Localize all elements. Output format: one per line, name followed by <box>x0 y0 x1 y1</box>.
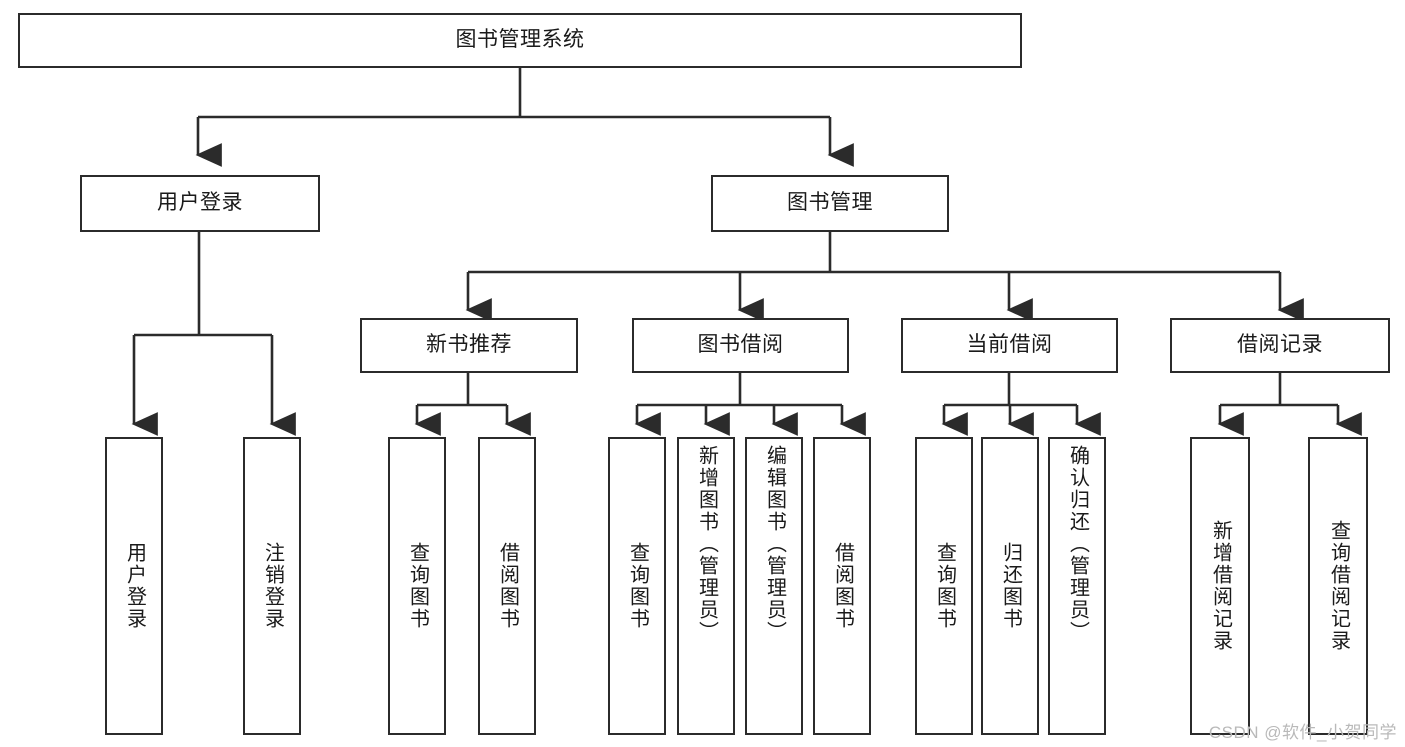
node-leaf-label: 用户登录 <box>123 542 146 630</box>
node-current-borrow[interactable]: 当前借阅 <box>901 318 1118 373</box>
node-new-book-recommend-label: 新书推荐 <box>426 333 512 357</box>
node-leaf-new-book-borrow-book[interactable]: 借阅图书 <box>478 437 536 735</box>
node-root-book-management-system[interactable]: 图书管理系统 <box>18 13 1022 68</box>
node-leaf-label: 查询借阅记录 <box>1327 520 1350 652</box>
node-book-borrow[interactable]: 图书借阅 <box>632 318 849 373</box>
node-leaf-label: 查询图书 <box>626 542 649 630</box>
node-leaf-book-borrow-borrow-book[interactable]: 借阅图书 <box>813 437 871 735</box>
node-leaf-borrow-record-add-record[interactable]: 新增借阅记录 <box>1190 437 1250 735</box>
node-leaf-borrow-record-query-record[interactable]: 查询借阅记录 <box>1308 437 1368 735</box>
node-root-label: 图书管理系统 <box>455 28 585 52</box>
node-leaf-current-borrow-query-book[interactable]: 查询图书 <box>915 437 973 735</box>
node-leaf-label: 借阅图书 <box>831 542 854 630</box>
node-leaf-book-borrow-query-book[interactable]: 查询图书 <box>608 437 666 735</box>
node-book-borrow-label: 图书借阅 <box>697 333 784 357</box>
node-leaf-label: 注销登录 <box>261 542 284 630</box>
node-leaf-label: 确认归还（管理员） <box>1066 445 1089 643</box>
node-leaf-label: 借阅图书 <box>496 542 519 630</box>
node-leaf-label: 归还图书 <box>999 542 1022 630</box>
node-leaf-label: 新增图书（管理员） <box>695 445 718 643</box>
node-book-management[interactable]: 图书管理 <box>711 175 949 232</box>
node-leaf-label: 编辑图书（管理员） <box>763 445 786 643</box>
node-borrow-record-label: 借阅记录 <box>1237 333 1323 357</box>
node-user-login[interactable]: 用户登录 <box>80 175 320 232</box>
node-leaf-label: 查询图书 <box>933 542 956 630</box>
csdn-watermark: CSDN @软件_小贺同学 <box>1208 723 1397 742</box>
node-book-management-label: 图书管理 <box>787 191 873 215</box>
node-leaf-user-login-login[interactable]: 用户登录 <box>105 437 163 735</box>
node-current-borrow-label: 当前借阅 <box>966 333 1053 357</box>
node-leaf-book-borrow-edit-book-admin[interactable]: 编辑图书（管理员） <box>745 437 803 735</box>
node-leaf-new-book-query-book[interactable]: 查询图书 <box>388 437 446 735</box>
node-user-login-label: 用户登录 <box>157 191 243 215</box>
node-leaf-label: 查询图书 <box>406 542 429 630</box>
node-new-book-recommend[interactable]: 新书推荐 <box>360 318 578 373</box>
node-borrow-record[interactable]: 借阅记录 <box>1170 318 1390 373</box>
node-leaf-current-borrow-return-book[interactable]: 归还图书 <box>981 437 1039 735</box>
node-leaf-label: 新增借阅记录 <box>1209 520 1232 652</box>
node-leaf-current-borrow-confirm-return-admin[interactable]: 确认归还（管理员） <box>1048 437 1106 735</box>
node-leaf-book-borrow-add-book-admin[interactable]: 新增图书（管理员） <box>677 437 735 735</box>
node-leaf-user-login-logout[interactable]: 注销登录 <box>243 437 301 735</box>
